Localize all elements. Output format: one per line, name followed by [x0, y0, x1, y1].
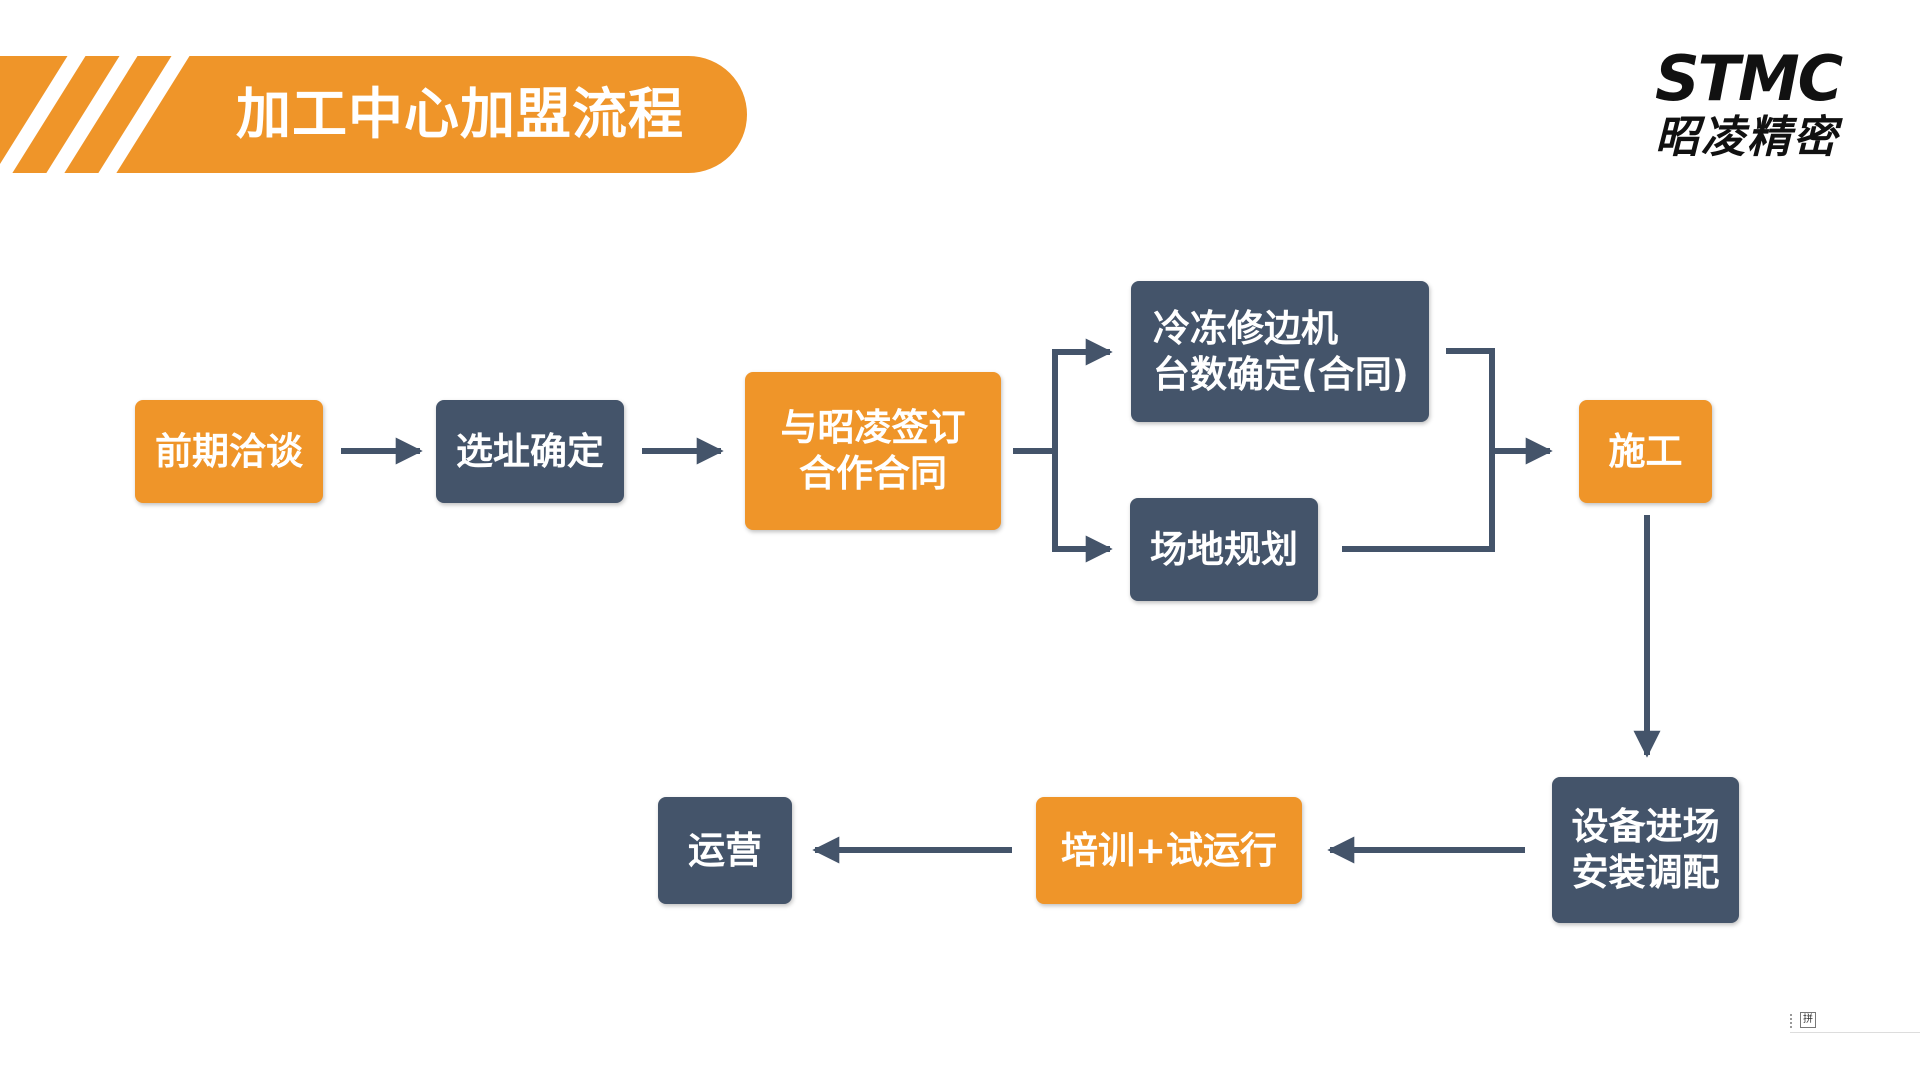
page-title: 加工中心加盟流程 — [236, 82, 685, 146]
arrow-3-4 — [1013, 338, 1113, 454]
step-sign-contract: 与昭凌签订 合作合同 — [745, 372, 1001, 530]
logo-mark: STMC — [1655, 46, 1855, 112]
step-site-planning: 场地规划 — [1130, 498, 1318, 601]
step-construction: 施工 — [1579, 400, 1712, 503]
step-operation: 运营 — [658, 797, 792, 904]
logo-company-name: 昭凌精密 — [1655, 112, 1839, 163]
drag-handle-icon[interactable] — [1790, 1014, 1795, 1028]
company-logo: STMC 昭凌精密 — [1655, 46, 1855, 164]
step-pre-negotiation: 前期洽谈 — [135, 400, 323, 503]
step-training-trial-run: 培训+试运行 — [1036, 797, 1302, 904]
step-site-selection: 选址确定 — [436, 400, 624, 503]
ime-toolbar[interactable]: 拼 — [1790, 1010, 1920, 1033]
arrow-3-5 — [1052, 451, 1113, 563]
title-banner: 加工中心加盟流程 — [0, 56, 747, 173]
step-equipment-installation: 设备进场 安装调配 — [1552, 777, 1739, 923]
logo-mark-text: STMC — [1655, 42, 1843, 115]
ime-pinyin-icon[interactable]: 拼 — [1800, 1012, 1816, 1028]
step-machine-quantity: 冷冻修边机 台数确定(合同) — [1131, 281, 1429, 422]
